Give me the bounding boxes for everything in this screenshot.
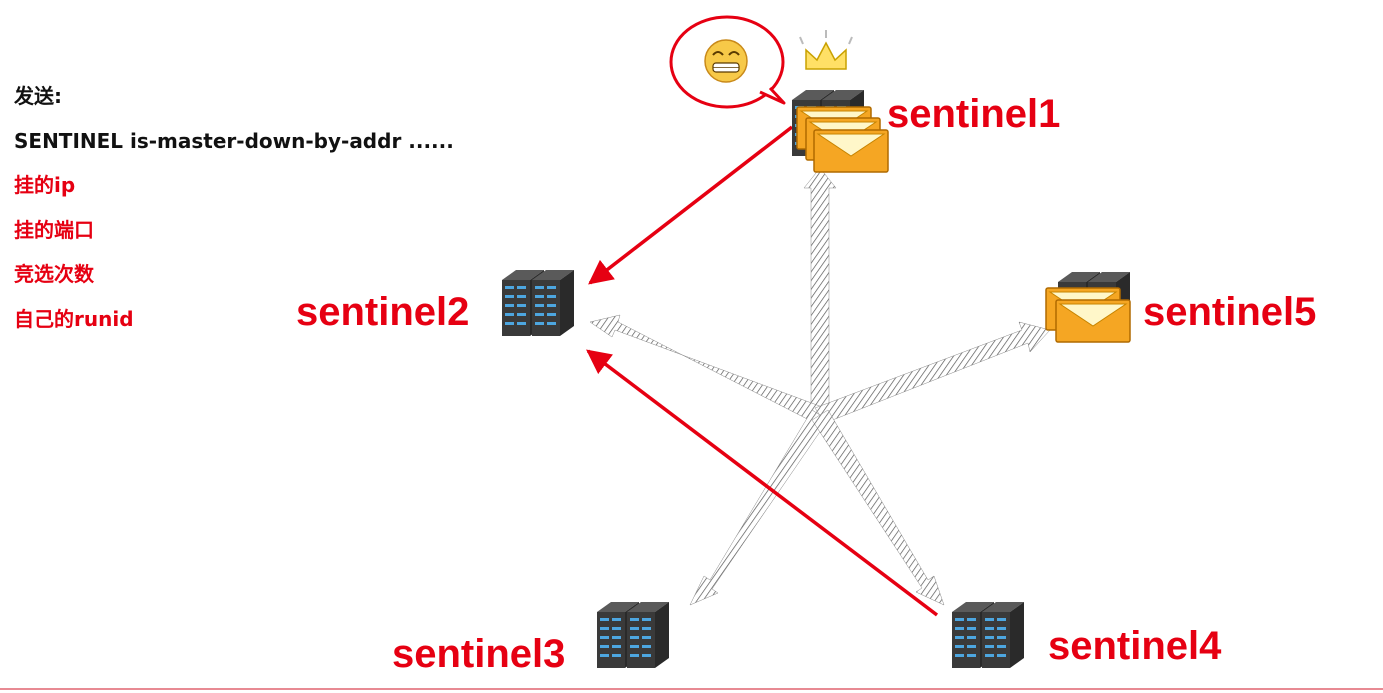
crown-icon [799, 30, 853, 70]
sentinel2-server-icon [502, 270, 574, 336]
info-param-ip: 挂的ip [14, 173, 76, 197]
sentinel1-label: sentinel1 [887, 92, 1061, 136]
hatched-arrow-to-sentinel5 [814, 321, 1051, 424]
sentinel3-label: sentinel3 [392, 632, 566, 676]
info-param-runid: 自己的runid [14, 306, 134, 331]
info-command: SENTINEL is-master-down-by-addr ...... [14, 128, 454, 153]
bottom-divider [0, 688, 1383, 690]
info-param-epoch: 竞选次数 [14, 262, 94, 286]
info-send-label: 发送: [14, 84, 62, 108]
message-info-panel: 发送: SENTINEL is-master-down-by-addr ....… [14, 78, 454, 345]
sentinel3-server-icon [597, 602, 669, 668]
hatched-arrow-to-sentinel3 [689, 409, 829, 606]
sentinel5-label: sentinel5 [1143, 290, 1317, 334]
hatched-arrow-to-sentinel2 [589, 314, 826, 424]
red-arrow-sentinel1-to-sentinel2 [588, 125, 794, 285]
info-param-port: 挂的端口 [14, 217, 94, 242]
sentinel5-node [1045, 272, 1131, 343]
envelope-icon [813, 129, 889, 173]
envelope-icon [1055, 299, 1131, 343]
broadcast-arrows [589, 167, 1051, 606]
sentinel1-node [669, 15, 889, 173]
sentinel2-label: sentinel2 [296, 290, 470, 334]
sentinel4-server-icon [952, 602, 1024, 668]
hatched-arrow-to-sentinel4 [811, 409, 945, 606]
sentinel4-label: sentinel4 [1048, 624, 1222, 668]
grinning-face-icon [704, 39, 748, 83]
red-arrow-sentinel4-to-sentinel2 [586, 349, 939, 617]
hatched-arrow-to-sentinel1 [803, 167, 837, 413]
